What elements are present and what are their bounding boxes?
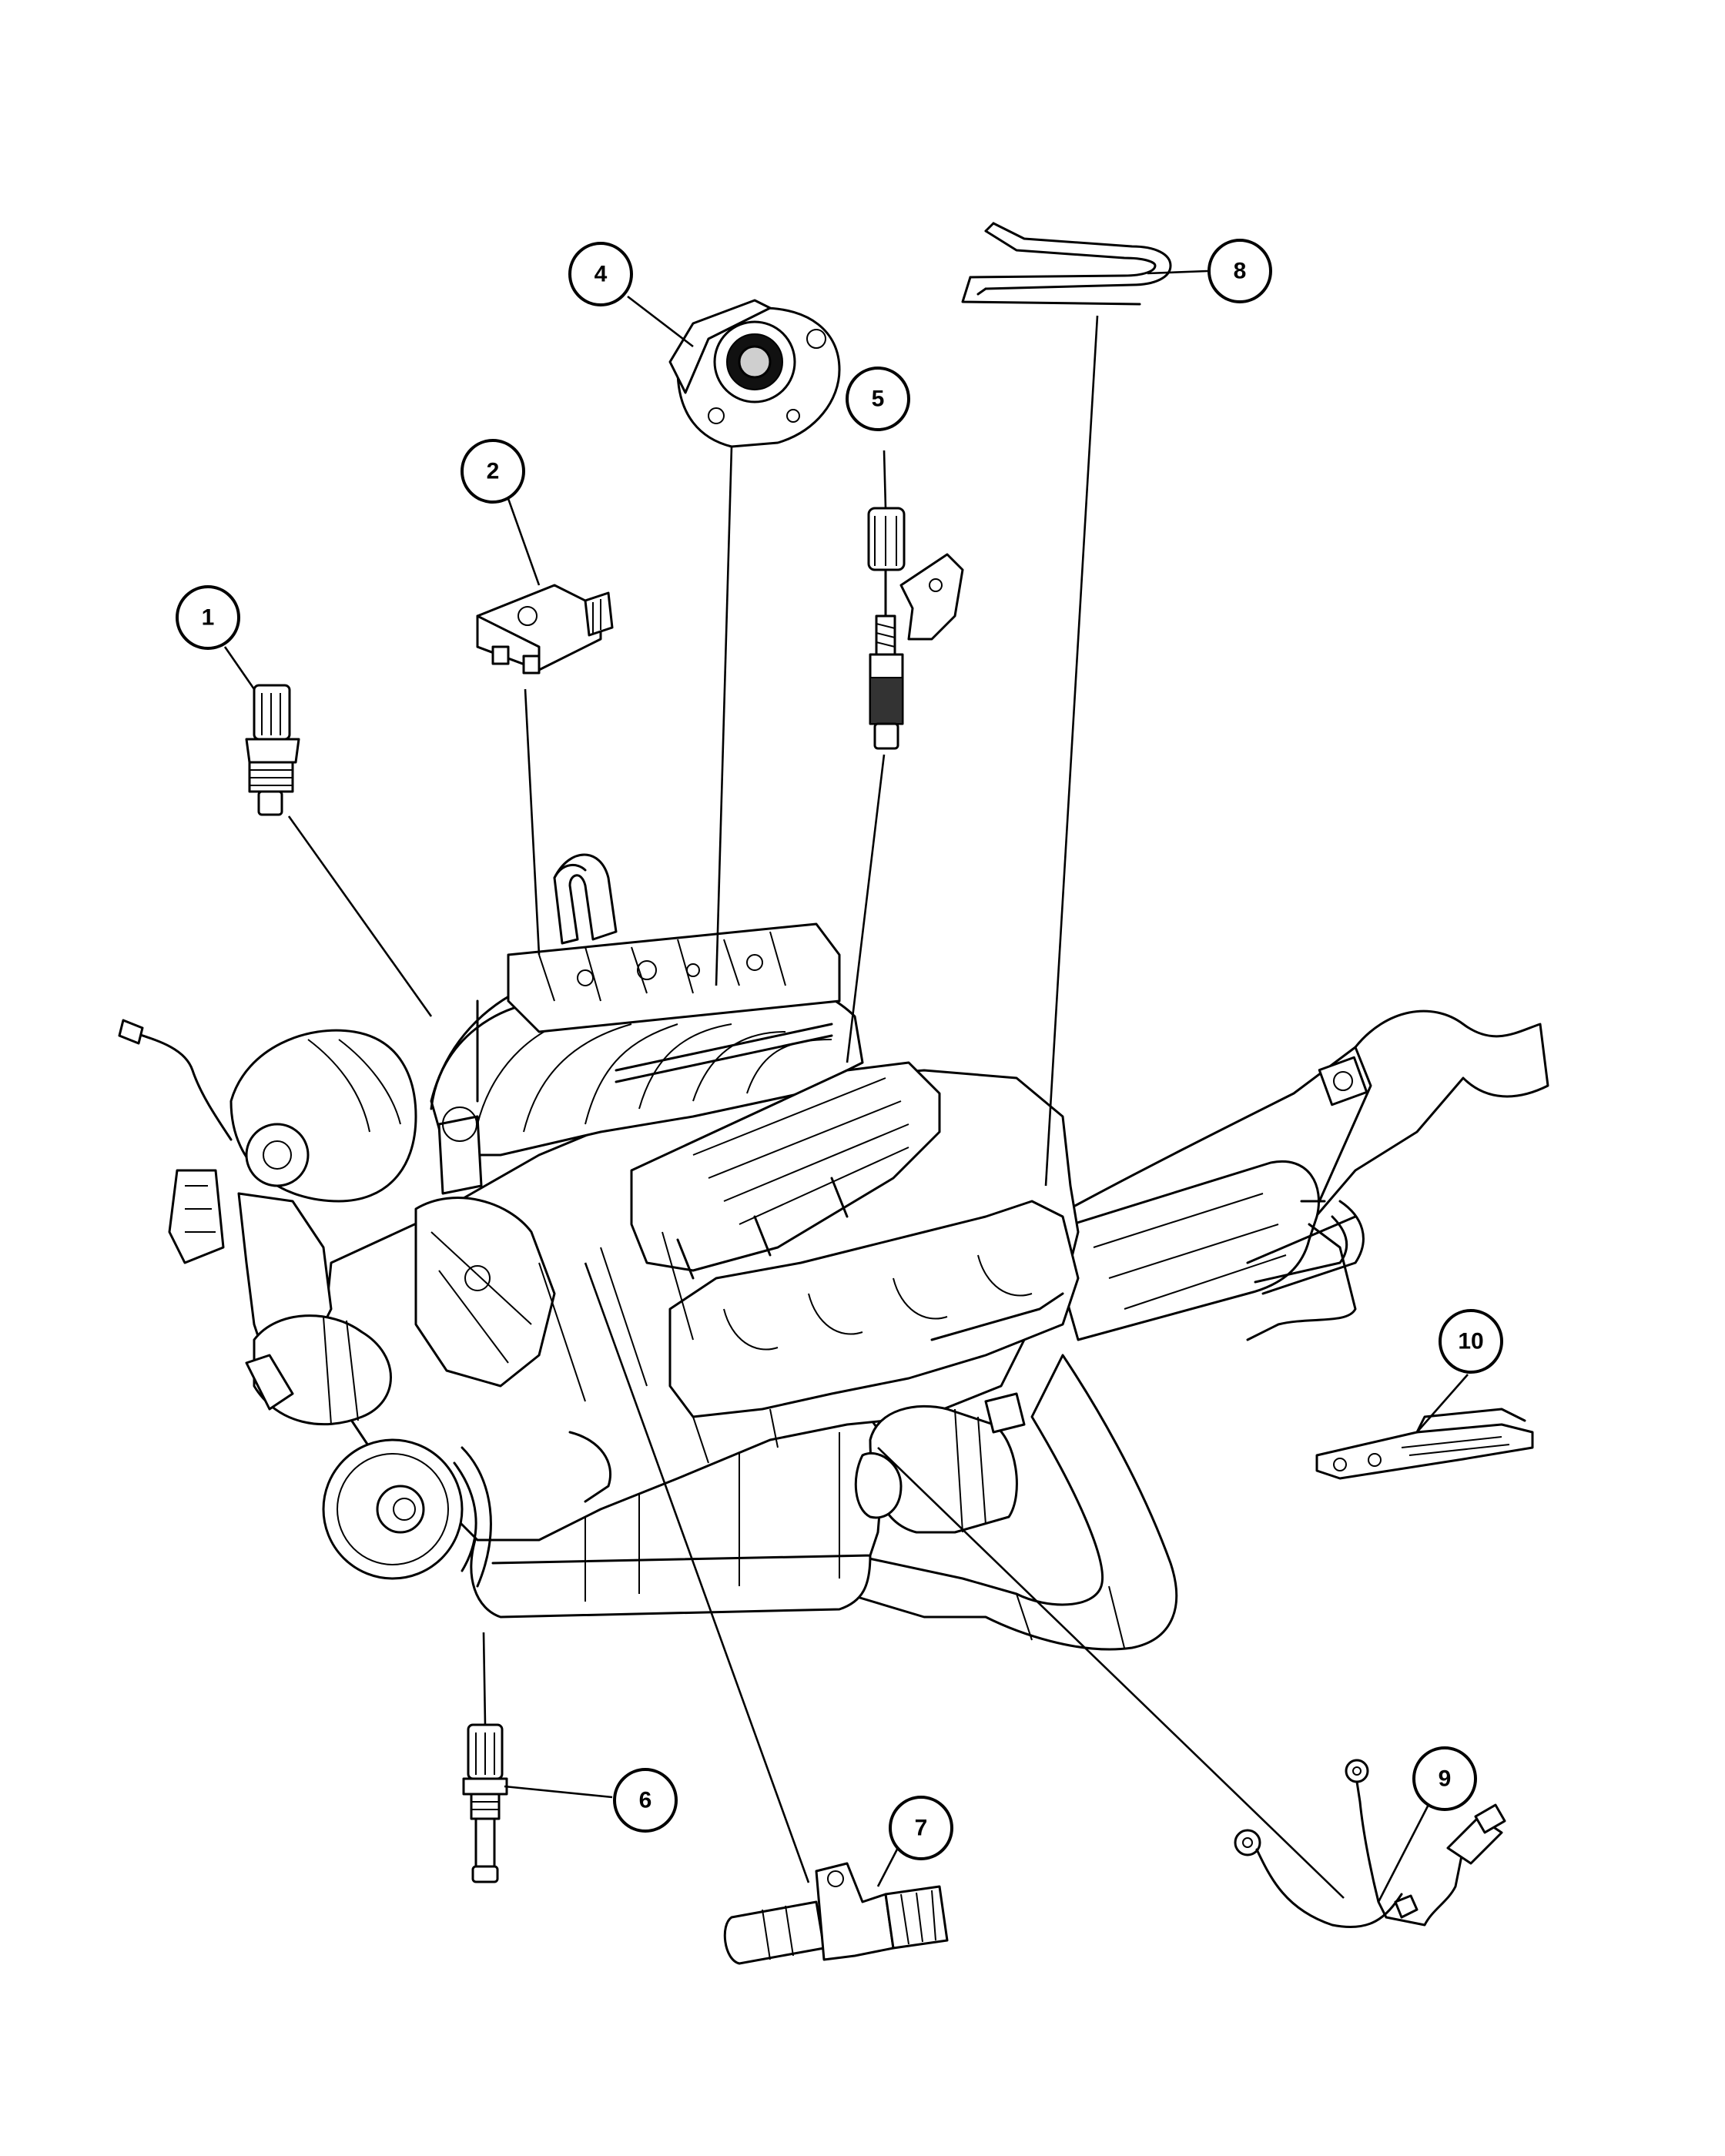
- callout-label: 1: [202, 605, 215, 631]
- part-4-throttle-position-sensor: [668, 299, 841, 448]
- part-7-crankshaft-position-sensor: [723, 1862, 949, 1965]
- callout-9: 9: [1412, 1746, 1477, 1811]
- callout-10: 10: [1439, 1309, 1503, 1374]
- callout-2: 2: [461, 439, 525, 504]
- callout-5: 5: [846, 367, 910, 431]
- callout-label: 5: [872, 387, 885, 412]
- callout-7: 7: [889, 1796, 953, 1860]
- part-6-engine-sensor: [462, 1723, 508, 1883]
- callout-label: 7: [915, 1816, 928, 1841]
- callout-6: 6: [613, 1768, 678, 1833]
- callout-label: 9: [1439, 1766, 1452, 1792]
- part-8-bracket-clip: [961, 222, 1172, 306]
- part-9-wiring-harness: [1234, 1759, 1506, 1929]
- engine-assembly-illustration: [118, 853, 1549, 1651]
- part-2-map-sensor: [476, 584, 614, 675]
- callout-1: 1: [176, 585, 240, 650]
- callout-label: 6: [639, 1788, 652, 1813]
- callout-label: 4: [595, 262, 608, 287]
- part-1-coolant-temperature-sensor: [245, 684, 300, 816]
- callout-label: 10: [1458, 1329, 1483, 1354]
- callout-label: 2: [487, 459, 500, 484]
- callout-label: 8: [1234, 259, 1247, 284]
- part-5-oxygen-sensor: [867, 507, 964, 750]
- leader-lines: [223, 270, 1469, 1903]
- callout-4: 4: [568, 242, 633, 306]
- part-10-mounting-bracket: [1315, 1408, 1534, 1480]
- callout-8: 8: [1208, 239, 1272, 303]
